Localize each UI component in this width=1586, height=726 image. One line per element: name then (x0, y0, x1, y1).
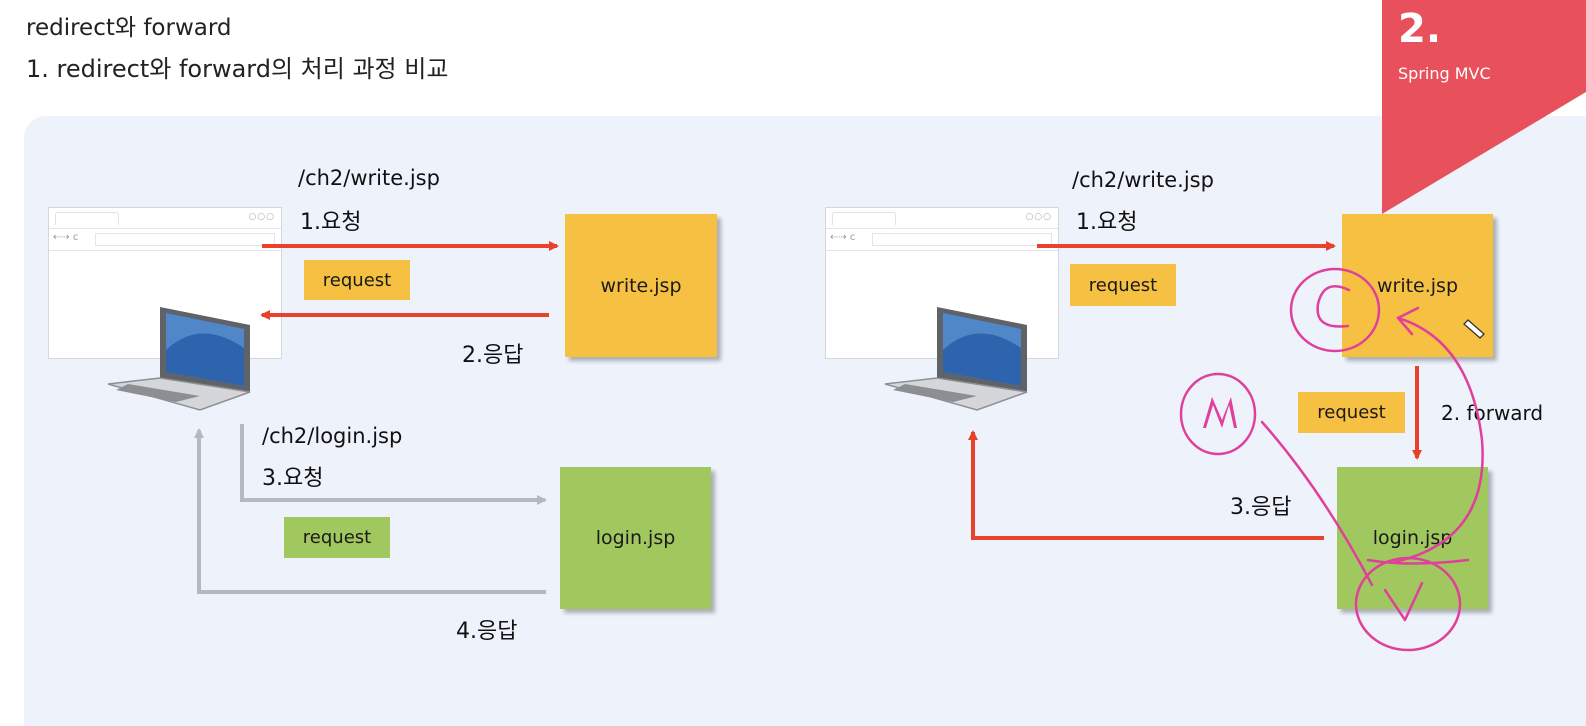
circle-v-mark (1356, 558, 1460, 650)
letter-v-mark (1385, 583, 1422, 620)
pencil-cursor-icon (1464, 320, 1484, 338)
letter-c-mark (1318, 286, 1349, 326)
circle-c-mark (1291, 269, 1379, 351)
m-to-v-line (1262, 422, 1372, 585)
v-to-c-curve (1395, 318, 1483, 562)
underline-mark (1368, 560, 1468, 564)
letter-m-mark (1203, 397, 1237, 428)
